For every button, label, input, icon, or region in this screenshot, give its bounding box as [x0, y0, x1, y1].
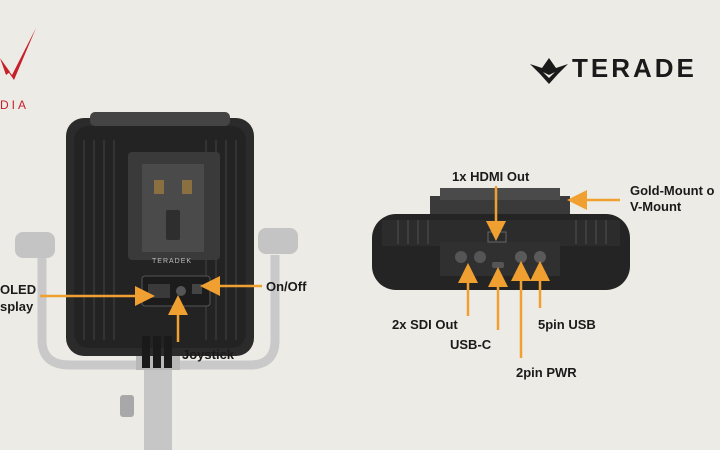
- brand-logo-right: TERADE: [528, 50, 720, 86]
- label-2pin-pwr: 2pin PWR: [516, 365, 577, 380]
- brand-right-text: TERADE: [572, 53, 697, 83]
- label-on-off: On/Off: [266, 279, 307, 294]
- device-badge: TERADEK: [152, 258, 193, 265]
- label-oled-line2: splay: [0, 299, 34, 314]
- label-gold-mount-line2: V-Mount: [630, 199, 682, 214]
- label-oled-line1: OLED: [0, 282, 37, 297]
- v-mark-icon: [0, 28, 36, 80]
- teradek-bird-icon: [530, 58, 568, 84]
- label-usb-c: USB-C: [450, 337, 492, 352]
- label-joystick: Joystick: [182, 347, 235, 362]
- brand-left-text: DIA: [0, 98, 30, 112]
- label-gold-mount-line1: Gold-Mount o: [630, 183, 715, 198]
- label-hdmi-out: 1x HDMI Out: [452, 169, 530, 184]
- label-sdi-out: 2x SDI Out: [392, 317, 458, 332]
- brand-logo-left: DIA: [0, 20, 60, 115]
- label-5pin-usb: 5pin USB: [538, 317, 596, 332]
